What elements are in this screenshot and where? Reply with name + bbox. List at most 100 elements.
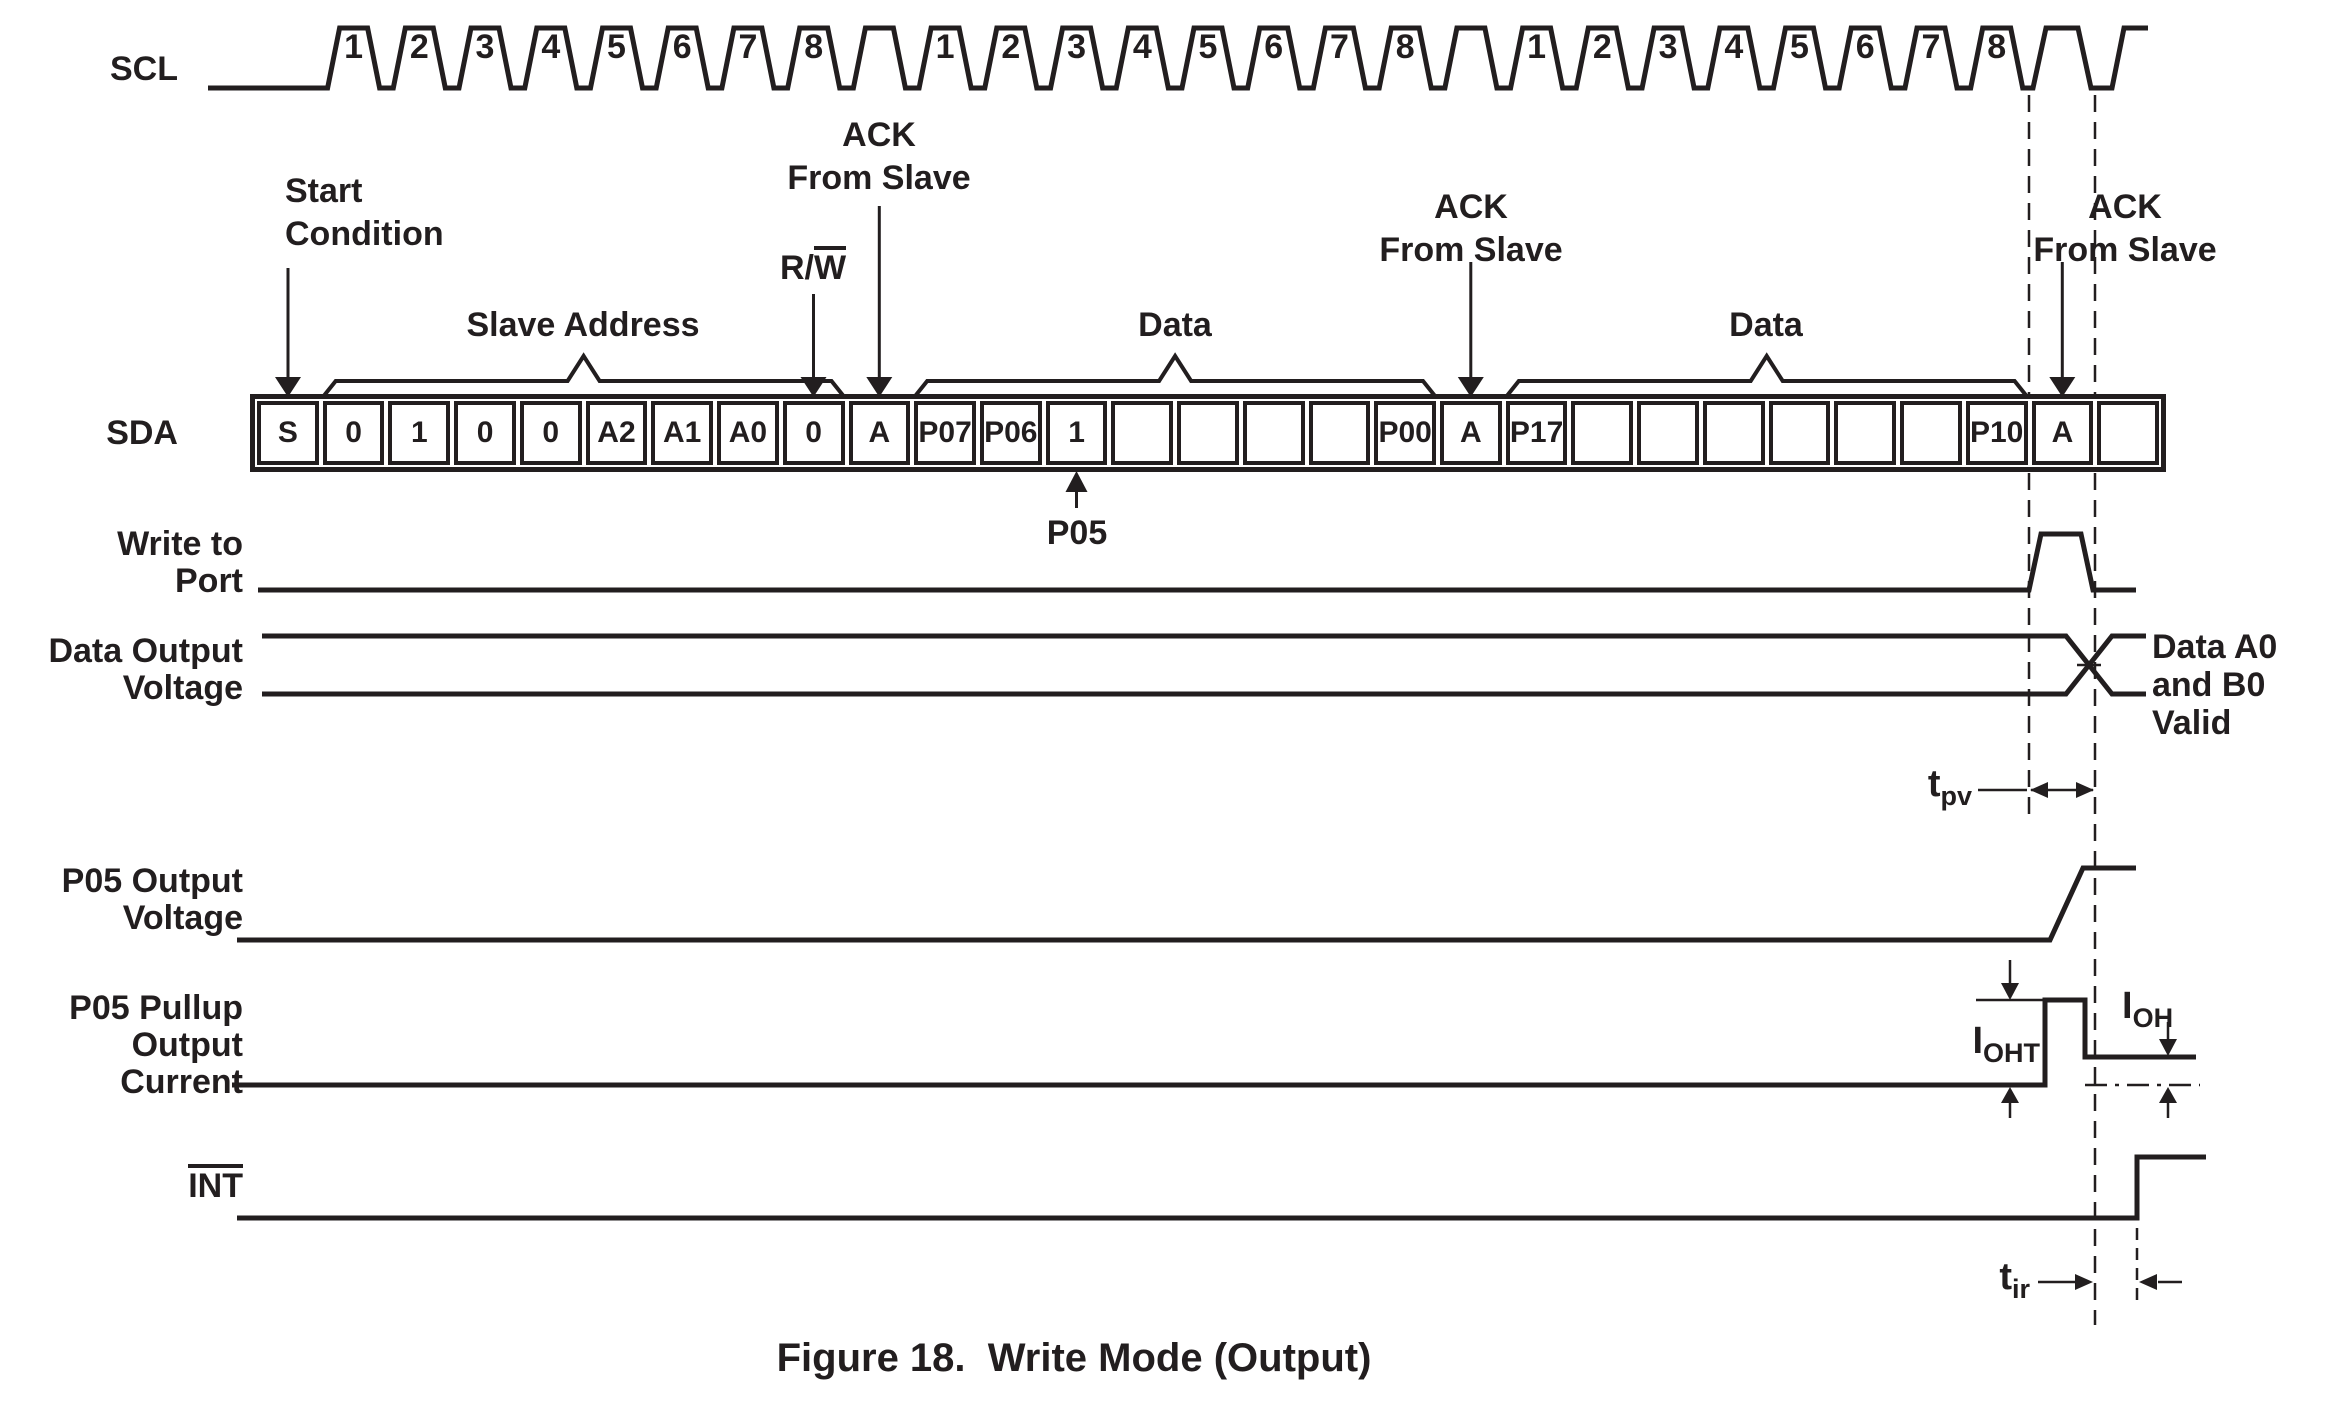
scl-clock-number: 2 xyxy=(1001,28,1020,66)
scl-clock-number: 7 xyxy=(1330,28,1349,66)
sda-bit-0: 0 xyxy=(519,401,582,465)
p05-pullup-current-label: P05 Pullup Output Current xyxy=(69,989,243,1101)
sda-bit-0: 0 xyxy=(454,401,516,465)
sda-bit-s: S xyxy=(257,401,319,465)
byte-bracket xyxy=(1505,352,2029,398)
sda-bit-empty xyxy=(2097,401,2159,465)
scl-clock-number: 5 xyxy=(1199,28,1218,66)
ack3-label: ACK From Slave xyxy=(1925,186,2325,272)
scl-clock-number: 4 xyxy=(1133,28,1152,66)
sda-bit-empty xyxy=(1900,401,1962,465)
scl-clock-number: 6 xyxy=(1264,28,1283,66)
ioh-label: IOH xyxy=(2122,985,2174,1033)
ioht-up-arrow xyxy=(2001,1087,2019,1118)
sda-bit-empty xyxy=(1702,401,1765,465)
sda-bit-empty xyxy=(1637,401,1699,465)
ack1-arrow xyxy=(866,206,893,397)
scl-clock-number: 8 xyxy=(1396,28,1415,66)
sda-label: SDA xyxy=(106,414,178,452)
data-label-2: Data xyxy=(1729,306,1803,344)
sda-bit-empty xyxy=(1834,401,1897,465)
sda-bit-0: 0 xyxy=(782,401,845,465)
tpv-label: tpv xyxy=(1927,763,1972,811)
data-output-voltage-high-rail xyxy=(262,633,2146,697)
ack3-line2: From Slave xyxy=(2033,231,2217,269)
sda-bit-empty xyxy=(1571,401,1634,465)
scl-clock-number: 3 xyxy=(1067,28,1086,66)
scl-clock-number: 5 xyxy=(607,28,626,66)
ioh-up-arrow xyxy=(2159,1087,2177,1118)
sda-bit-1: 1 xyxy=(388,401,451,465)
scl-clock-number: 1 xyxy=(936,28,955,66)
slave-address-label: Slave Address xyxy=(466,306,700,344)
ack3-arrow xyxy=(2049,262,2076,397)
scl-clock-number: 2 xyxy=(410,28,429,66)
int-label: INT xyxy=(0,1164,243,1208)
scl-clock-number: 3 xyxy=(476,28,495,66)
tir-label: tir xyxy=(1999,1256,2030,1304)
sda-bit-p07: P07 xyxy=(914,401,976,465)
sda-bit-p06: P06 xyxy=(979,401,1042,465)
tir-dimension xyxy=(2038,1274,2182,1290)
sda-bit-1: 1 xyxy=(1045,401,1108,465)
ack2-label: ACK From Slave xyxy=(1271,186,1671,272)
ioht-label: IOHT xyxy=(1972,1020,2040,1068)
p05-pointer-label: P05 xyxy=(1046,514,1108,552)
scl-clock-number: 1 xyxy=(1527,28,1546,66)
p05-pullup-current-waveform xyxy=(232,997,2196,1088)
start-condition-line1: Start xyxy=(285,172,363,210)
sda-bit-empty xyxy=(1308,401,1371,465)
ack2-line2: From Slave xyxy=(1379,231,1563,269)
int-waveform xyxy=(237,1154,2206,1221)
p05-output-voltage-label: P05 Output Voltage xyxy=(61,862,243,937)
sda-bit-empty xyxy=(1177,401,1239,465)
sda-bit-a1: A1 xyxy=(651,401,714,465)
ack1-label: ACK From Slave xyxy=(679,114,1079,200)
sda-bit-p00: P00 xyxy=(1374,401,1437,465)
scl-clock-number: 8 xyxy=(804,28,823,66)
ack3-line1: ACK xyxy=(2088,188,2162,226)
scl-clock-number: 7 xyxy=(1922,28,1941,66)
scl-clock-number: 6 xyxy=(1856,28,1875,66)
scl-clock-number: 6 xyxy=(673,28,692,66)
scl-clock-number: 3 xyxy=(1659,28,1678,66)
data-output-voltage-label: Data Output Voltage xyxy=(48,632,243,707)
scl-clock-number: 7 xyxy=(738,28,757,66)
sda-bit-0: 0 xyxy=(322,401,385,465)
p05-pointer-arrow xyxy=(1065,471,1088,508)
write-to-port-label: Write to Port xyxy=(117,525,243,600)
sda-bit-empty xyxy=(1111,401,1174,465)
scl-clock-number: 4 xyxy=(541,28,560,66)
rw-overline-w: W xyxy=(813,246,847,286)
tpv-dimension xyxy=(1978,782,2094,798)
sda-bit-empty xyxy=(1242,401,1305,465)
sda-bit-a: A xyxy=(2031,401,2094,465)
ack1-line1: ACK xyxy=(842,116,916,154)
rw-arrow xyxy=(800,294,827,397)
ack2-line1: ACK xyxy=(1434,188,1508,226)
scl-clock-number: 5 xyxy=(1790,28,1809,66)
ioh-down-arrow xyxy=(2159,1022,2177,1056)
scl-waveform xyxy=(208,25,2148,91)
sda-bit-a: A xyxy=(848,401,911,465)
byte-bracket xyxy=(322,352,846,398)
scl-clock-number: 4 xyxy=(1724,28,1743,66)
ioht-down-arrow xyxy=(2001,960,2019,1000)
data-label-1: Data xyxy=(1138,306,1212,344)
data-valid-label: Data A0 and B0 Valid xyxy=(2152,628,2278,742)
rw-label: R/W xyxy=(713,246,913,290)
scl-label: SCL xyxy=(110,50,178,88)
ack2-arrow xyxy=(1457,262,1484,397)
write-to-port-waveform xyxy=(258,531,2136,593)
byte-bracket xyxy=(913,352,1437,398)
sda-bit-a: A xyxy=(1440,401,1502,465)
scl-clock-number: 2 xyxy=(1593,28,1612,66)
p05-output-voltage-waveform xyxy=(237,865,2136,943)
sda-bit-a2: A2 xyxy=(585,401,648,465)
data-output-voltage-low-rail xyxy=(262,633,2146,697)
sda-bit-a0: A0 xyxy=(717,401,779,465)
sda-bit-p17: P17 xyxy=(1505,401,1568,465)
